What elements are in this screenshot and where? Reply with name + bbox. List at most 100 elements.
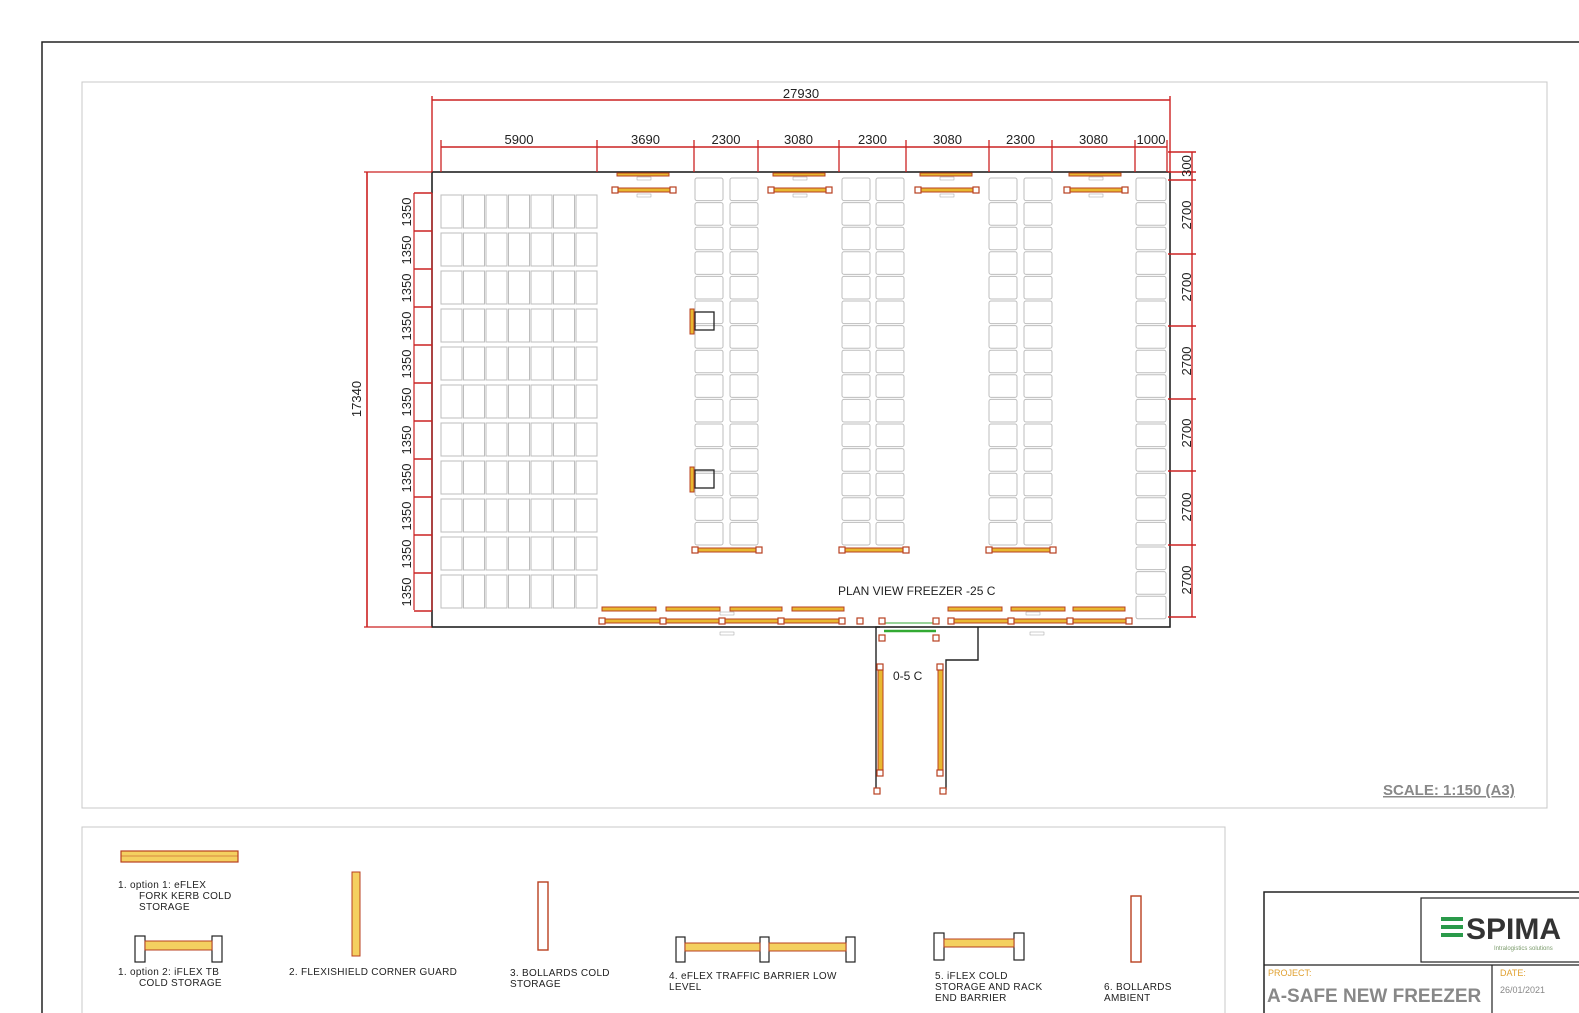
barrier-tag bbox=[792, 176, 808, 181]
left-dim-text: 1350 bbox=[399, 502, 414, 531]
rack-bay bbox=[729, 398, 759, 423]
rack-bay bbox=[988, 275, 1018, 300]
block-stack-bay bbox=[508, 384, 530, 419]
rack-bay bbox=[729, 202, 759, 226]
block-stack-bay bbox=[575, 536, 598, 571]
rack-bay bbox=[1023, 398, 1053, 423]
rack-bay bbox=[875, 448, 905, 472]
rack-bay bbox=[841, 349, 871, 374]
barrier-post bbox=[598, 617, 606, 625]
barrier-post bbox=[1063, 186, 1071, 194]
rack-bay bbox=[729, 349, 759, 374]
rack-bay bbox=[1023, 300, 1053, 325]
barrier-post bbox=[936, 769, 944, 777]
right-dim-text: 2700 bbox=[1179, 493, 1194, 522]
door-bollard bbox=[932, 617, 940, 625]
rack-bay bbox=[729, 226, 759, 251]
block-stack-bay bbox=[485, 270, 508, 305]
fork-kerb bbox=[791, 606, 845, 612]
rack-bay bbox=[1023, 325, 1053, 349]
barrier-post bbox=[1007, 617, 1015, 625]
logo-text: SPIMA bbox=[1466, 913, 1561, 946]
rack-end-barrier-bottom bbox=[841, 547, 907, 553]
rack-bay bbox=[1023, 251, 1053, 275]
rack-bay bbox=[988, 251, 1018, 275]
rack-bay-right bbox=[1135, 349, 1167, 374]
rack-end-barrier-top bbox=[919, 172, 973, 177]
block-stack-bay bbox=[440, 346, 463, 381]
barrier-post bbox=[1121, 186, 1129, 194]
rack-bay bbox=[841, 398, 871, 423]
block-stack-bay bbox=[463, 194, 485, 229]
block-stack-bay bbox=[530, 308, 553, 343]
barrier-tag bbox=[636, 193, 652, 198]
block-stack-bay bbox=[508, 422, 530, 457]
top-dim-text: 2300 bbox=[1006, 132, 1035, 147]
rack-bay bbox=[875, 472, 905, 497]
rack-bay bbox=[875, 300, 905, 325]
barrier-tag bbox=[1088, 176, 1104, 181]
rack-bay bbox=[988, 374, 1018, 398]
right-dim-text: 2700 bbox=[1179, 273, 1194, 302]
block-stack-bay bbox=[530, 194, 553, 229]
door-bollard bbox=[878, 617, 886, 625]
left-dim-text: 1350 bbox=[399, 312, 414, 341]
rack-bay bbox=[729, 423, 759, 448]
rack-bay bbox=[694, 325, 724, 349]
door-bollard bbox=[856, 617, 864, 625]
fork-kerb bbox=[947, 606, 1003, 612]
block-stack-bay bbox=[440, 308, 463, 343]
block-stack-bay bbox=[485, 308, 508, 343]
block-stack-bay bbox=[440, 574, 463, 609]
rack-bay bbox=[694, 423, 724, 448]
rack-bay bbox=[988, 177, 1018, 202]
rack-bay bbox=[841, 226, 871, 251]
anteroom-temp-label: 0-5 C bbox=[893, 669, 923, 683]
corner-guard bbox=[689, 308, 695, 335]
left-dim-text: 1350 bbox=[399, 426, 414, 455]
barrier-post bbox=[611, 186, 619, 194]
traffic-barrier-right bbox=[950, 618, 1130, 624]
rack-bay bbox=[875, 226, 905, 251]
barrier-tag bbox=[1029, 631, 1045, 636]
top-dim-text: 3080 bbox=[784, 132, 813, 147]
title-block: SPIMA Intralogistics solutions PROJECT: … bbox=[1263, 891, 1579, 1013]
rack-bay bbox=[694, 521, 724, 546]
rack-bay bbox=[694, 202, 724, 226]
rack-bay-right bbox=[1135, 521, 1167, 546]
legend-bollard-cold-symbol bbox=[537, 881, 549, 951]
block-stack-bay bbox=[463, 460, 485, 495]
rack-bay bbox=[988, 325, 1018, 349]
block-stack-bay bbox=[575, 346, 598, 381]
rack-bay bbox=[694, 275, 724, 300]
block-stack-bay bbox=[463, 536, 485, 571]
top-dim-text: 2300 bbox=[858, 132, 887, 147]
block-stack-bay bbox=[575, 460, 598, 495]
rack-bay bbox=[988, 521, 1018, 546]
barrier-post bbox=[755, 546, 763, 554]
rack-bay-right bbox=[1135, 177, 1167, 202]
date-label: DATE: bbox=[1500, 968, 1526, 978]
block-stack-bay bbox=[508, 574, 530, 609]
rack-bay-right bbox=[1135, 226, 1167, 251]
date-value: 26/01/2021 bbox=[1500, 985, 1545, 995]
block-stack-bay bbox=[440, 498, 463, 533]
door-bollard bbox=[932, 634, 940, 642]
block-stack-bay bbox=[530, 422, 553, 457]
left-dim-text: 1350 bbox=[399, 274, 414, 303]
rack-bay bbox=[841, 177, 871, 202]
block-stack-bay bbox=[530, 498, 553, 533]
fork-kerb bbox=[665, 606, 721, 612]
rack-bay bbox=[875, 202, 905, 226]
block-stack-bay bbox=[440, 536, 463, 571]
anteroom-wall-right bbox=[945, 627, 979, 790]
legend-traffic-barrier-symbol bbox=[675, 936, 856, 963]
rack-bay bbox=[988, 448, 1018, 472]
block-stack-bay bbox=[440, 422, 463, 457]
block-stack-bay bbox=[463, 574, 485, 609]
rack-bay bbox=[1023, 226, 1053, 251]
block-stack-bay bbox=[508, 308, 530, 343]
plan-viewport bbox=[81, 81, 1548, 809]
